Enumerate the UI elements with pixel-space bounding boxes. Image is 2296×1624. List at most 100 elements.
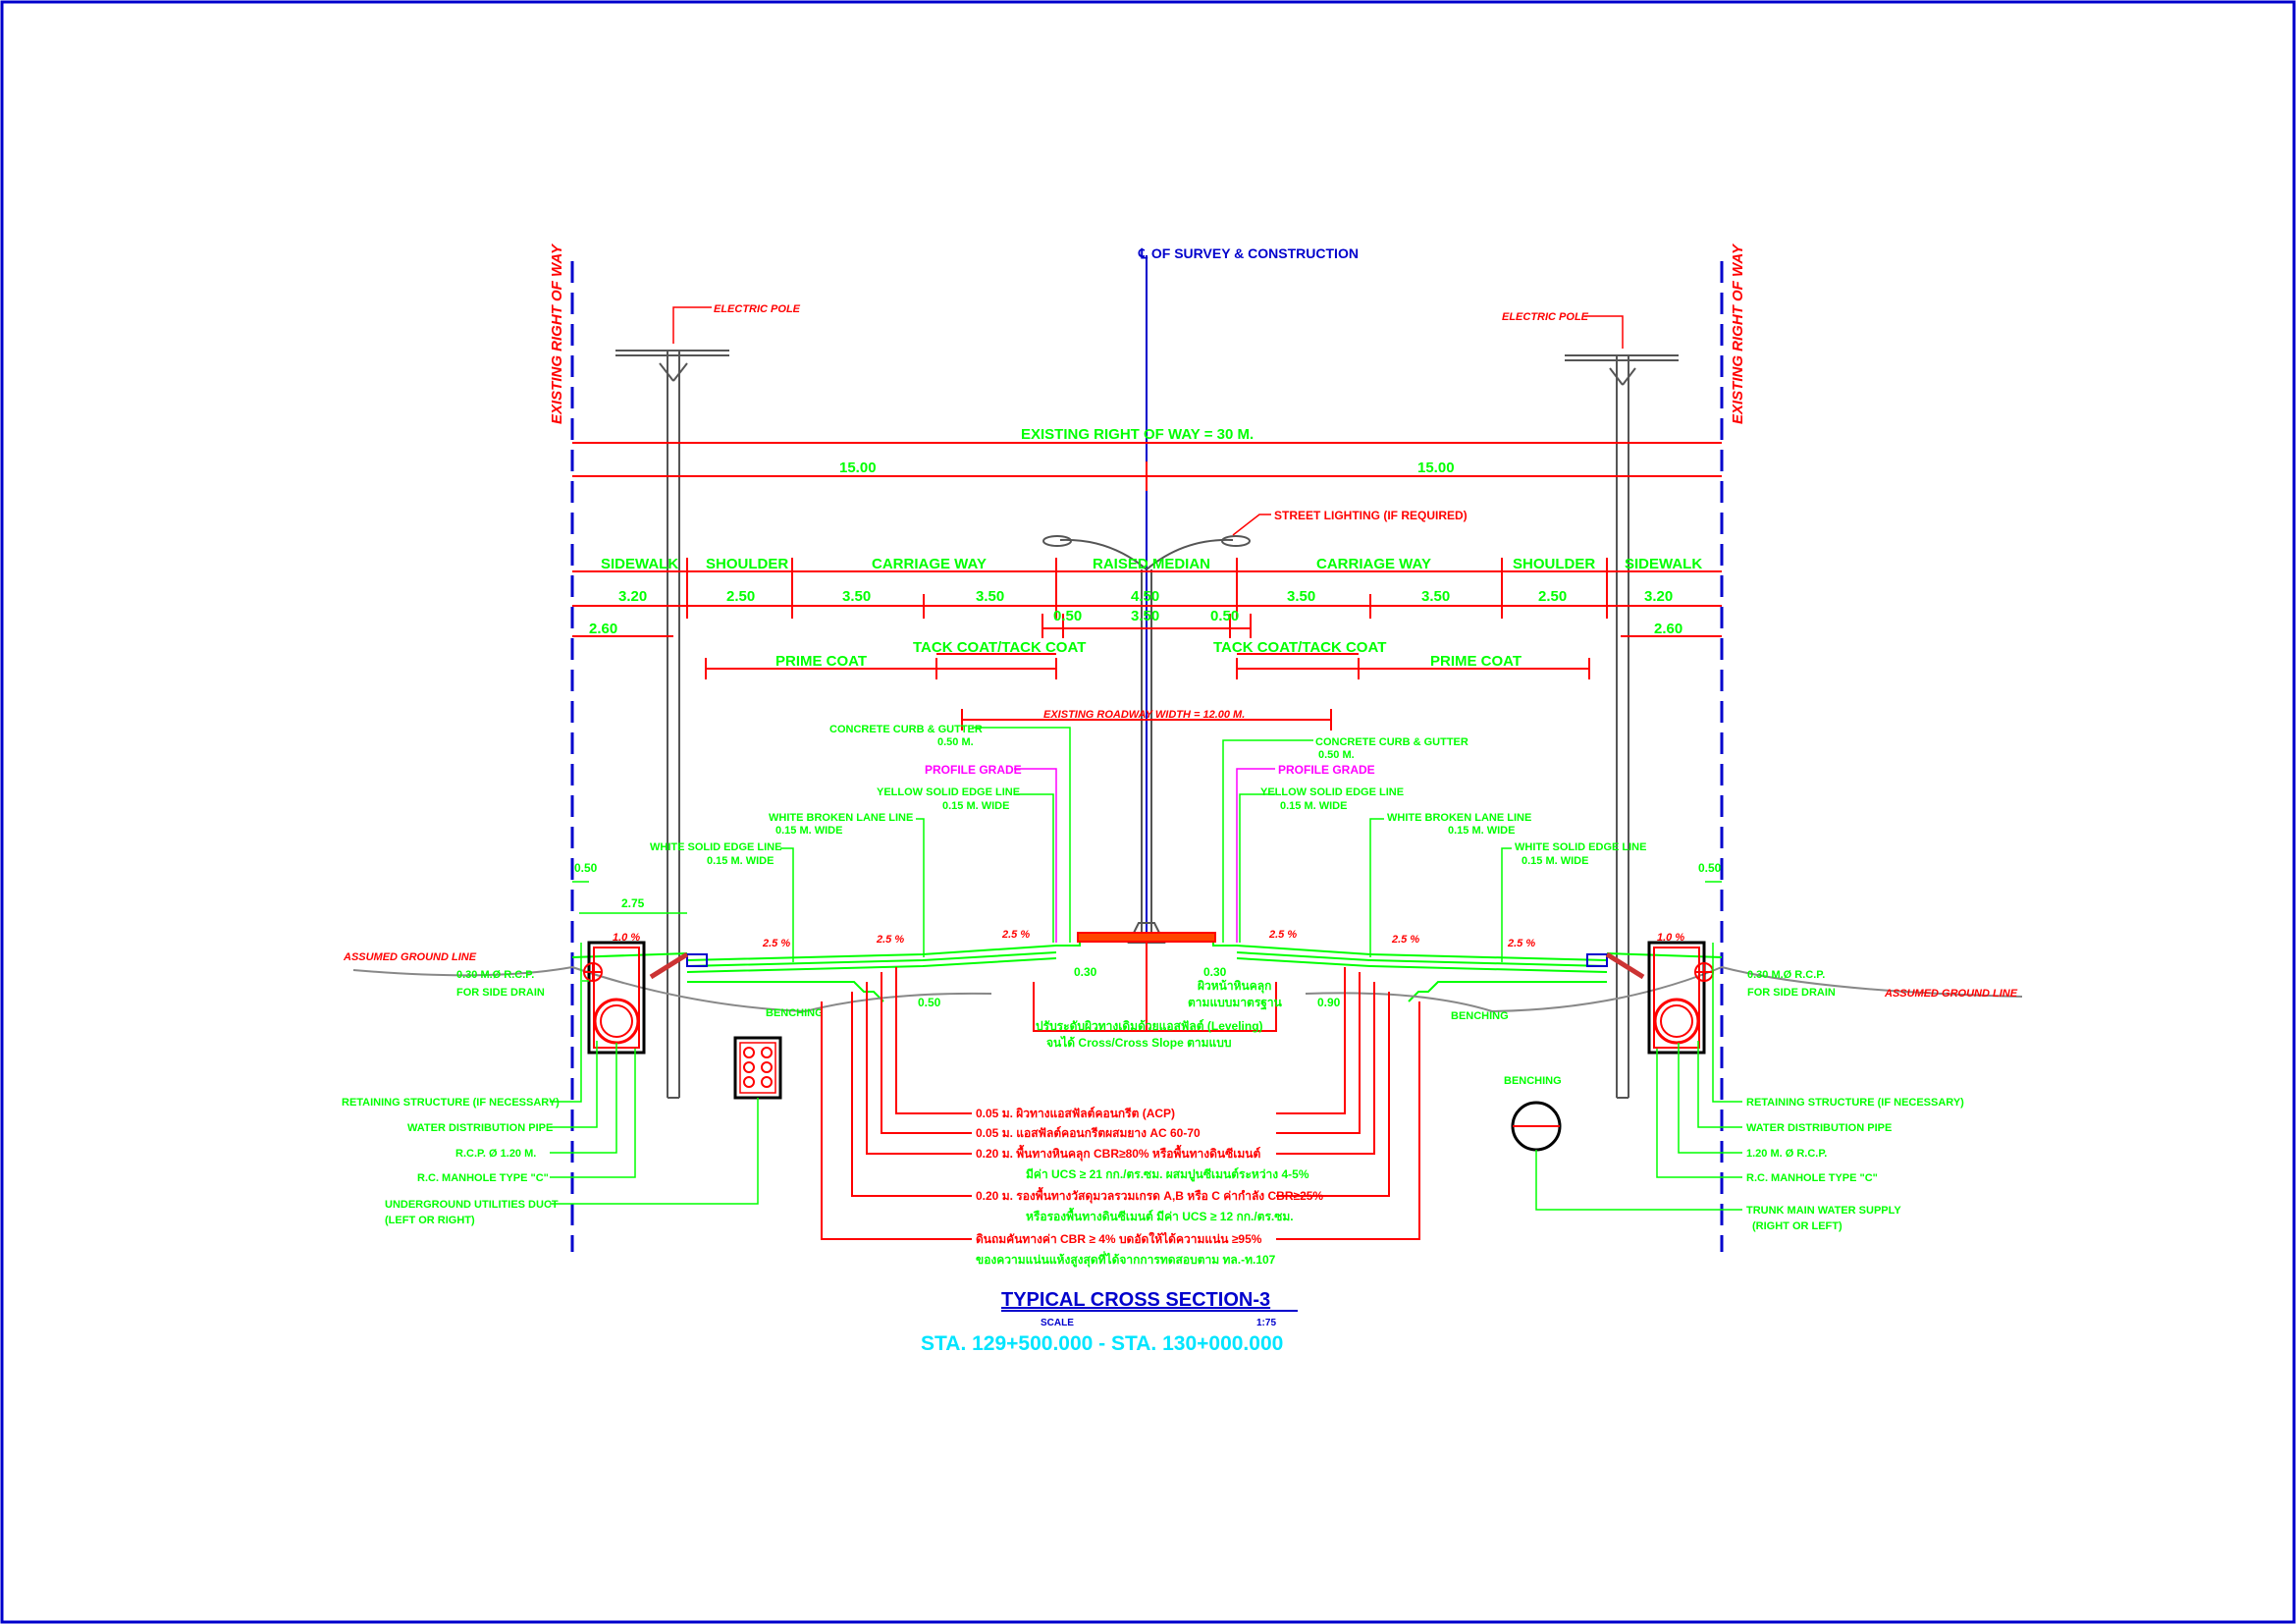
row-label-right: EXISTING RIGHT OF WAY xyxy=(1730,243,1746,424)
slope-6: 2.5 % xyxy=(1391,934,1419,946)
dim-050: 0.50 xyxy=(918,996,941,1009)
electric-pole-left-leader xyxy=(672,306,712,344)
manhole-left xyxy=(583,941,646,1055)
prime-coat-right: PRIME COAT xyxy=(1430,653,1522,670)
prime-coat-left: PRIME COAT xyxy=(775,653,867,670)
slope-2: 2.5 % xyxy=(762,938,790,949)
right-note-leaders xyxy=(1535,943,1742,1211)
yellow-right-width: 0.15 M. WIDE xyxy=(1280,800,1347,812)
segment-median: RAISED MEDIAN xyxy=(1093,556,1210,572)
tack-coat-right: TACK COAT/TACK COAT xyxy=(1213,639,1386,656)
scale-label: SCALE xyxy=(1041,1318,1074,1328)
layer-4b: หรือรองพื้นทางดินซีเมนต์ มีค่า UCS ≥ 12 … xyxy=(1026,1207,1294,1223)
median-note-leaders xyxy=(1033,943,1277,1032)
scale-value: 1:75 xyxy=(1256,1318,1276,1328)
median-note-1: ผิวหน้าหินคลุก xyxy=(1198,979,1271,994)
median-note-2: ตามแบบมาตรฐาน xyxy=(1188,996,1283,1010)
left-width-dim-lines xyxy=(572,881,1722,914)
electric-pole-right-label: ELECTRIC POLE xyxy=(1502,311,1589,323)
dim-walk-left: 2.60 xyxy=(589,621,617,637)
dim-median: 4.50 xyxy=(1131,588,1159,605)
yellow-left-label: YELLOW SOLID EDGE LINE xyxy=(877,786,1020,798)
segment-sidewalk-left: SIDEWALK xyxy=(601,556,678,572)
electric-pole-left-label: ELECTRIC POLE xyxy=(714,303,801,315)
dim-030-left: 0.30 xyxy=(1074,965,1097,979)
yellow-left-width: 0.15 M. WIDE xyxy=(942,800,1009,812)
segment-carriage-right: CARRIAGE WAY xyxy=(1316,556,1431,572)
pavement-edge-left xyxy=(686,953,708,967)
dim-median-sub-right: 0.50 xyxy=(1210,608,1239,624)
utilities-duct xyxy=(733,1036,782,1100)
row-dimension xyxy=(572,442,1722,491)
layer-4: 0.20 ม. รองพื้นทางวัสดุมวลรวมเกรด A,B หร… xyxy=(976,1186,1323,1204)
dim-shoulder-right: 2.50 xyxy=(1538,588,1567,605)
right-note-4: R.C. MANHOLE TYPE "C" xyxy=(1746,1172,1878,1184)
left-note-2: WATER DISTRIBUTION PIPE xyxy=(407,1122,553,1134)
right-note-5: TRUNK MAIN WATER SUPPLY xyxy=(1746,1205,1901,1217)
callout-leaders-right xyxy=(1222,739,1512,962)
rcp-left-label-2: FOR SIDE DRAIN xyxy=(456,987,545,999)
profile-right-label: PROFILE GRADE xyxy=(1278,763,1375,777)
rcp-right-label-2: FOR SIDE DRAIN xyxy=(1747,987,1836,999)
slope-1: 1.0 % xyxy=(613,932,640,944)
street-light-leader xyxy=(1232,514,1271,536)
broken-left-label: WHITE BROKEN LANE LINE xyxy=(769,812,913,824)
left-note-5: UNDERGROUND UTILITIES DUCT xyxy=(385,1199,559,1211)
coat-dimension-lines xyxy=(705,653,1590,731)
slope-3: 2.5 % xyxy=(876,934,904,946)
barrier-right xyxy=(1605,951,1645,980)
right-note-1: RETAINING STRUCTURE (IF NECESSARY) xyxy=(1746,1097,1964,1109)
ground-label-left: ASSUMED GROUND LINE xyxy=(343,951,477,963)
dim-lane-2: 3.50 xyxy=(976,588,1004,605)
left-note-4: R.C. MANHOLE TYPE "C" xyxy=(417,1172,549,1184)
leveling-note-1: ปรับระดับผิวทางเดิมด้วยแอสฟัลต์ (Levelin… xyxy=(1036,1019,1263,1033)
half-left-label: 15.00 xyxy=(839,460,877,476)
tack-coat-left: TACK COAT/TACK COAT xyxy=(913,639,1086,656)
callout-leaders-left xyxy=(582,727,1071,982)
trunk-main xyxy=(1511,1101,1562,1152)
electric-pole-right xyxy=(1565,354,1679,1099)
right-note-2: WATER DISTRIBUTION PIPE xyxy=(1746,1122,1892,1134)
curb-left-dim: 0.50 M. xyxy=(937,736,974,748)
broken-right-label: WHITE BROKEN LANE LINE xyxy=(1387,812,1531,824)
right-note-3: 1.20 M. Ø R.C.P. xyxy=(1746,1148,1827,1160)
slope-5: 2.5 % xyxy=(1268,929,1297,941)
benching-bottom-label: BENCHING xyxy=(1504,1075,1562,1087)
slope-4: 2.5 % xyxy=(1001,929,1030,941)
dim-shoulder-left: 2.50 xyxy=(726,588,755,605)
white-right-label: WHITE SOLID EDGE LINE xyxy=(1515,841,1646,853)
benching-left-label: BENCHING xyxy=(766,1007,824,1019)
layer-2: 0.05 ม. แอสฟัลต์คอนกรีตผสมยาง AC 60-70 xyxy=(976,1126,1201,1140)
leveling-note-2: จนได้ Cross/Cross Slope ตามแบบ xyxy=(1046,1035,1232,1050)
existing-roadway-label: EXISTING ROADWAY WIDTH = 12.00 M. xyxy=(1043,709,1245,721)
electric-pole-right-leader xyxy=(1584,315,1624,349)
left-note-6: (LEFT OR RIGHT) xyxy=(385,1215,475,1226)
dim-median-sub-center: 3.50 xyxy=(1131,608,1159,624)
layer-leaders xyxy=(821,967,1420,1240)
ground-label-right: ASSUMED GROUND LINE xyxy=(1884,988,2018,1000)
dim-sidewalk-right: 3.20 xyxy=(1644,588,1673,605)
barrier-left xyxy=(649,951,689,980)
dim-050-top-right: 0.50 xyxy=(1698,861,1722,875)
dim-lane-3: 3.50 xyxy=(1287,588,1315,605)
segment-shoulder-left: SHOULDER xyxy=(706,556,788,572)
yellow-right-label: YELLOW SOLID EDGE LINE xyxy=(1260,786,1404,798)
slope-7: 2.5 % xyxy=(1507,938,1535,949)
dim-sidewalk-left: 3.20 xyxy=(618,588,647,605)
dim-030-right: 0.30 xyxy=(1203,965,1227,979)
layer-3b: มีค่า UCS ≥ 21 กก./ตร.ซม. ผสมปูนซีเมนต์ร… xyxy=(1026,1167,1309,1182)
white-left-width: 0.15 M. WIDE xyxy=(707,855,774,867)
curb-right-label: CONCRETE CURB & GUTTER xyxy=(1315,736,1468,748)
broken-right-width: 0.15 M. WIDE xyxy=(1448,825,1515,837)
dim-walk-right: 2.60 xyxy=(1654,621,1682,637)
layer-3: 0.20 ม. พื้นทางหินคลุก CBR≥80% หรือพื้นท… xyxy=(976,1144,1260,1162)
manhole-right xyxy=(1647,941,1714,1055)
slope-8: 1.0 % xyxy=(1657,932,1684,944)
left-note-1: RETAINING STRUCTURE (IF NECESSARY) xyxy=(342,1097,560,1109)
rcp-right-label: 0.30 M.Ø R.C.P. xyxy=(1747,969,1825,981)
dim-275: 2.75 xyxy=(621,896,645,910)
rcp-left-label: 0.30 M.Ø R.C.P. xyxy=(456,969,534,981)
profile-left-label: PROFILE GRADE xyxy=(925,763,1022,777)
white-left-label: WHITE SOLID EDGE LINE xyxy=(650,841,781,853)
